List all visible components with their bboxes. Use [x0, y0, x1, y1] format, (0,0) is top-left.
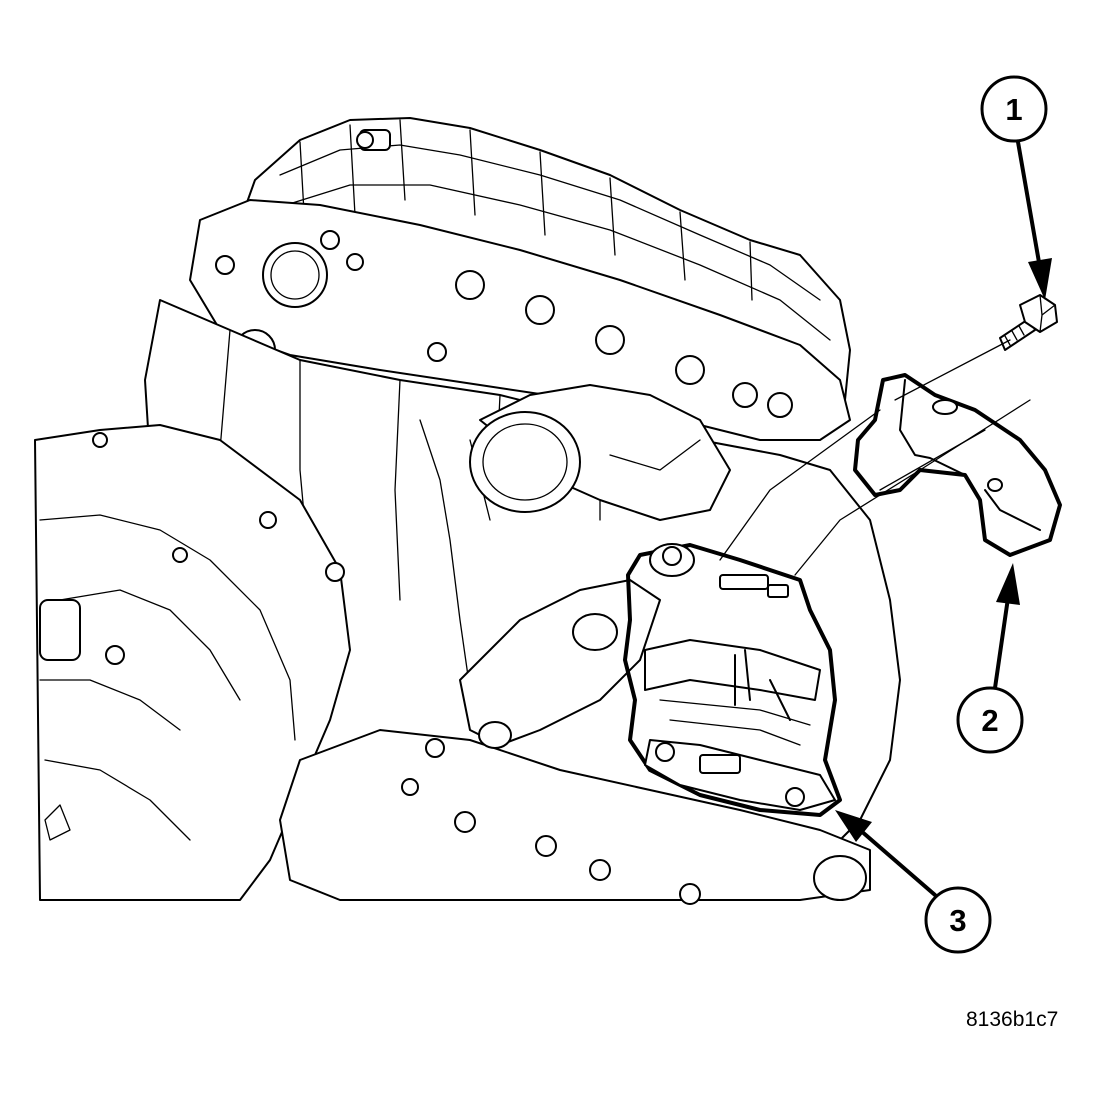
engine-mount-part-3	[623, 543, 842, 817]
figure-id-label: 8136b1c7	[966, 1008, 1059, 1031]
callout-label-2: 2	[981, 703, 998, 738]
callout-circle-2	[956, 686, 1024, 754]
arrow-head-icon	[996, 563, 1020, 605]
installation-guide-lines	[719, 339, 1031, 576]
arrow-head-icon	[835, 810, 872, 842]
callout-label-1: 1	[1005, 92, 1022, 127]
callout-circle-3	[924, 886, 992, 954]
arrow-head-icon	[1028, 258, 1052, 300]
callout-3: 3	[835, 810, 992, 954]
callout-2: 2	[956, 563, 1024, 754]
bolt-part-1	[999, 294, 1058, 351]
callout-1: 1	[980, 75, 1052, 300]
engine-assembly-drawing	[34, 117, 901, 905]
callout-label-3: 3	[949, 903, 966, 938]
bracket-part-2	[853, 373, 1062, 557]
callout-circle-1	[980, 75, 1048, 143]
